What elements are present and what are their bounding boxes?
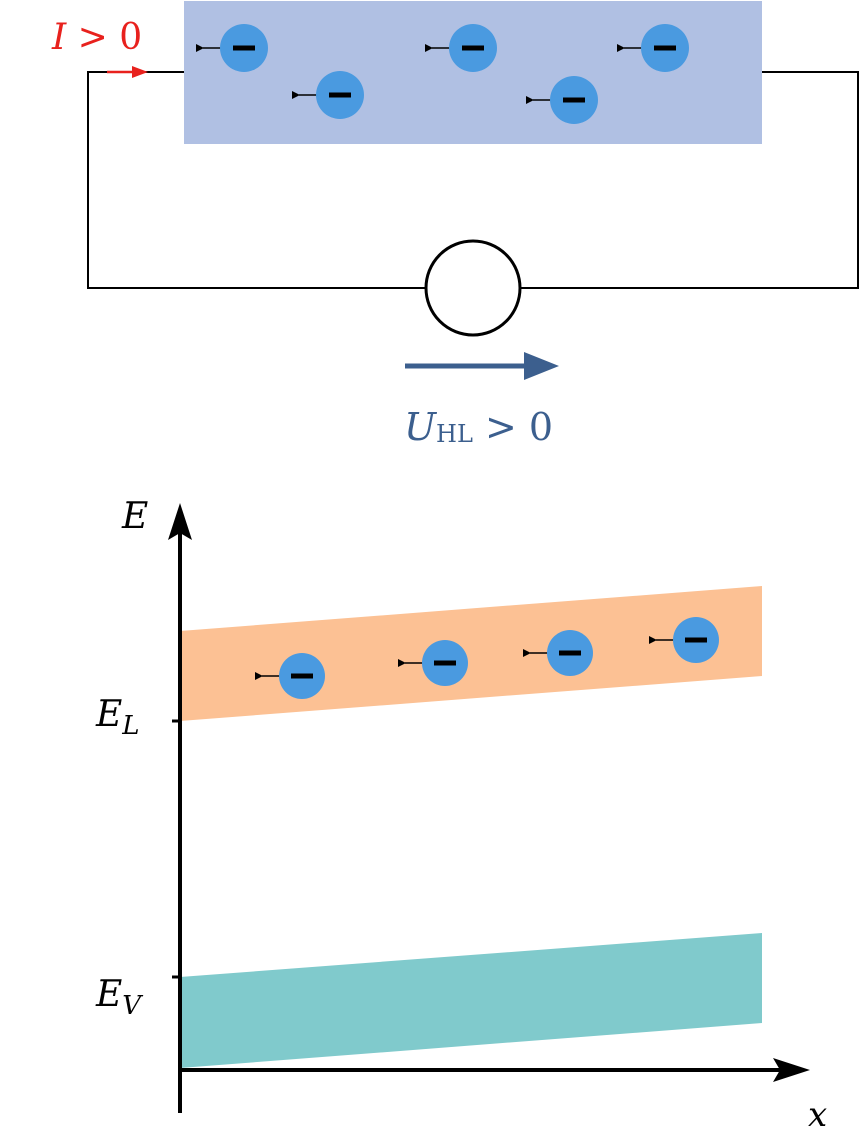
conduction-band [180, 586, 762, 721]
voltage-arrow-icon [405, 352, 559, 380]
band-electron-4 [649, 617, 719, 663]
x-axis [180, 1058, 810, 1082]
electron-2 [292, 71, 364, 119]
circuit: I > 0 UHL > 0 [51, 1, 859, 449]
y-axis-label: E [121, 496, 148, 537]
voltage-label: UHL > 0 [404, 405, 553, 449]
current-symbol: I [51, 17, 67, 58]
valence-band [180, 933, 762, 1068]
voltage-source-icon [424, 239, 522, 337]
current-arrow-icon [107, 66, 148, 78]
valence-band-label: EV [95, 974, 143, 1021]
x-axis-label: x [808, 1095, 827, 1133]
ev-symbol: E [95, 974, 122, 1015]
el-subscript: L [121, 711, 139, 741]
conduction-band-label: EL [95, 694, 140, 741]
voltage-symbol: U [404, 405, 438, 449]
band-electron-1 [255, 653, 325, 699]
electron-4 [526, 76, 598, 124]
ev-subscript: V [122, 991, 143, 1021]
el-symbol: E [95, 694, 122, 735]
voltage-relation: > 0 [473, 405, 553, 449]
x-axis-arrow-icon [773, 1058, 810, 1082]
current-relation: > 0 [66, 17, 142, 58]
conductor-bar [184, 1, 762, 144]
band-diagram: E x EL EV [95, 496, 827, 1133]
voltage-subscript: HL [436, 420, 473, 448]
electron-5 [617, 24, 689, 72]
band-electron-2 [398, 640, 468, 686]
y-axis-arrow-icon [168, 503, 192, 540]
band-electron-3 [523, 630, 593, 676]
y-axis [168, 503, 192, 1113]
electron-3 [425, 24, 497, 72]
electron-1 [196, 24, 268, 72]
current-label: I > 0 [51, 17, 142, 58]
